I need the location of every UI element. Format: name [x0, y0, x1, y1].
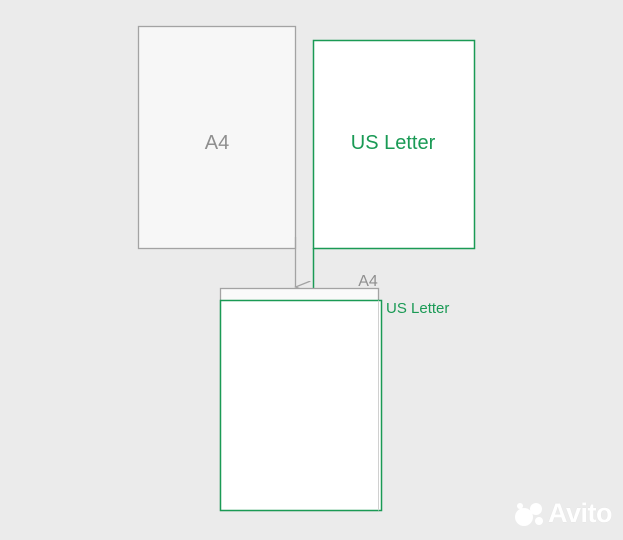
avito-dots-icon: [515, 502, 543, 526]
a4-sheet: [137, 25, 297, 250]
a4-sheet-label: A4: [205, 132, 229, 154]
avito-watermark: Avito: [514, 498, 613, 529]
avito-watermark-text: Avito: [548, 498, 613, 528]
letter-sheet: [312, 39, 476, 250]
overlay-a4-label: A4: [358, 273, 378, 290]
letter-sheet-label: US Letter: [351, 132, 436, 154]
overlay-letter-outline: [219, 299, 383, 512]
overlay-letter-label: US Letter: [386, 300, 449, 317]
